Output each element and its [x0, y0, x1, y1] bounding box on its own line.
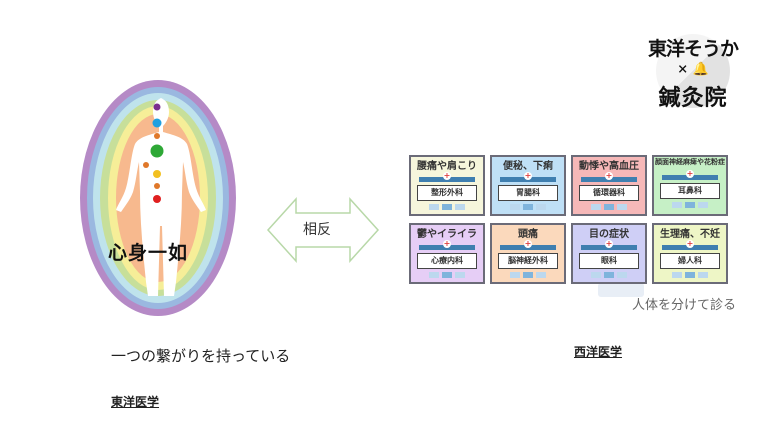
department-card: 動悸や高血圧 + 循環器科	[571, 155, 647, 216]
logo-line-3: 鍼灸院	[658, 85, 728, 111]
department-card: 頭痛 + 脳神経外科	[490, 223, 566, 284]
hospital-building-icon	[510, 204, 546, 210]
symptom-label: 便秘、下痢	[503, 161, 553, 172]
symptom-label: 動悸や高血圧	[579, 161, 639, 172]
department-sign: 循環器科	[579, 185, 639, 201]
hospital-roof-icon: +	[500, 240, 556, 250]
eastern-medicine-heading: 東洋医学	[111, 395, 160, 409]
department-card: 便秘、下痢 + 胃腸科	[490, 155, 566, 216]
symptom-label: 腰痛や肩こり	[417, 161, 477, 172]
department-card: 腰痛や肩こり + 整形外科	[409, 155, 485, 216]
hospital-roof-icon: +	[500, 172, 556, 182]
hospital-roof-icon: +	[581, 240, 637, 250]
department-card: 生理痛、不妊 + 婦人科	[652, 223, 728, 284]
human-silhouette-icon	[116, 98, 206, 296]
symptom-label: 目の症状	[589, 229, 629, 240]
aura-body-illustration	[80, 80, 236, 316]
department-sign: 婦人科	[660, 253, 720, 269]
double-arrow-icon	[266, 197, 380, 263]
hospital-roof-icon: +	[662, 240, 718, 250]
symptom-label: 生理痛、不妊	[660, 229, 720, 240]
eastern-description: 一つの繋がりを持っている	[111, 347, 291, 365]
department-sign: 胃腸科	[498, 185, 558, 201]
symptom-label: 鬱やイライラ	[417, 229, 477, 240]
clinic-logo: 東洋そうか × 🔔 鍼灸院	[638, 26, 748, 116]
logo-line-2: × 🔔	[677, 62, 709, 77]
department-sign: 整形外科	[417, 185, 477, 201]
department-sign: 心療内科	[417, 253, 477, 269]
hospital-building-icon	[672, 272, 708, 278]
western-medicine-heading: 西洋医学	[574, 345, 623, 359]
aura-label: 心身一如	[108, 242, 189, 264]
department-sign: 眼科	[579, 253, 639, 269]
arrow-label: 相反	[303, 222, 331, 238]
department-sign: 耳鼻科	[660, 183, 720, 199]
hospital-building-icon	[591, 204, 627, 210]
hospital-building-icon	[429, 272, 465, 278]
logo-line-1: 東洋そうか	[647, 38, 739, 60]
hospital-building-icon	[591, 272, 627, 278]
western-caption: 人体を分けて診る	[632, 298, 737, 313]
decorative-shadow	[598, 283, 644, 297]
hospital-building-icon	[429, 204, 465, 210]
hospital-building-icon	[672, 202, 708, 208]
yin-yang-icon	[656, 34, 730, 108]
hospital-building-icon	[510, 272, 546, 278]
department-card: 目の症状 + 眼科	[571, 223, 647, 284]
hospital-roof-icon: +	[662, 170, 718, 180]
department-card: 鬱やイライラ + 心療内科	[409, 223, 485, 284]
hospital-roof-icon: +	[581, 172, 637, 182]
symptom-label: 顔面神経麻痺や花粉症	[655, 158, 725, 166]
department-card: 顔面神経麻痺や花粉症 + 耳鼻科	[652, 155, 728, 216]
symptom-label: 頭痛	[518, 229, 538, 240]
department-grid: 腰痛や肩こり + 整形外科 便秘、下痢 + 胃腸科 動悸や高血圧 + 循環器科 …	[409, 155, 728, 285]
hospital-roof-icon: +	[419, 172, 475, 182]
hospital-roof-icon: +	[419, 240, 475, 250]
department-sign: 脳神経外科	[498, 253, 558, 269]
